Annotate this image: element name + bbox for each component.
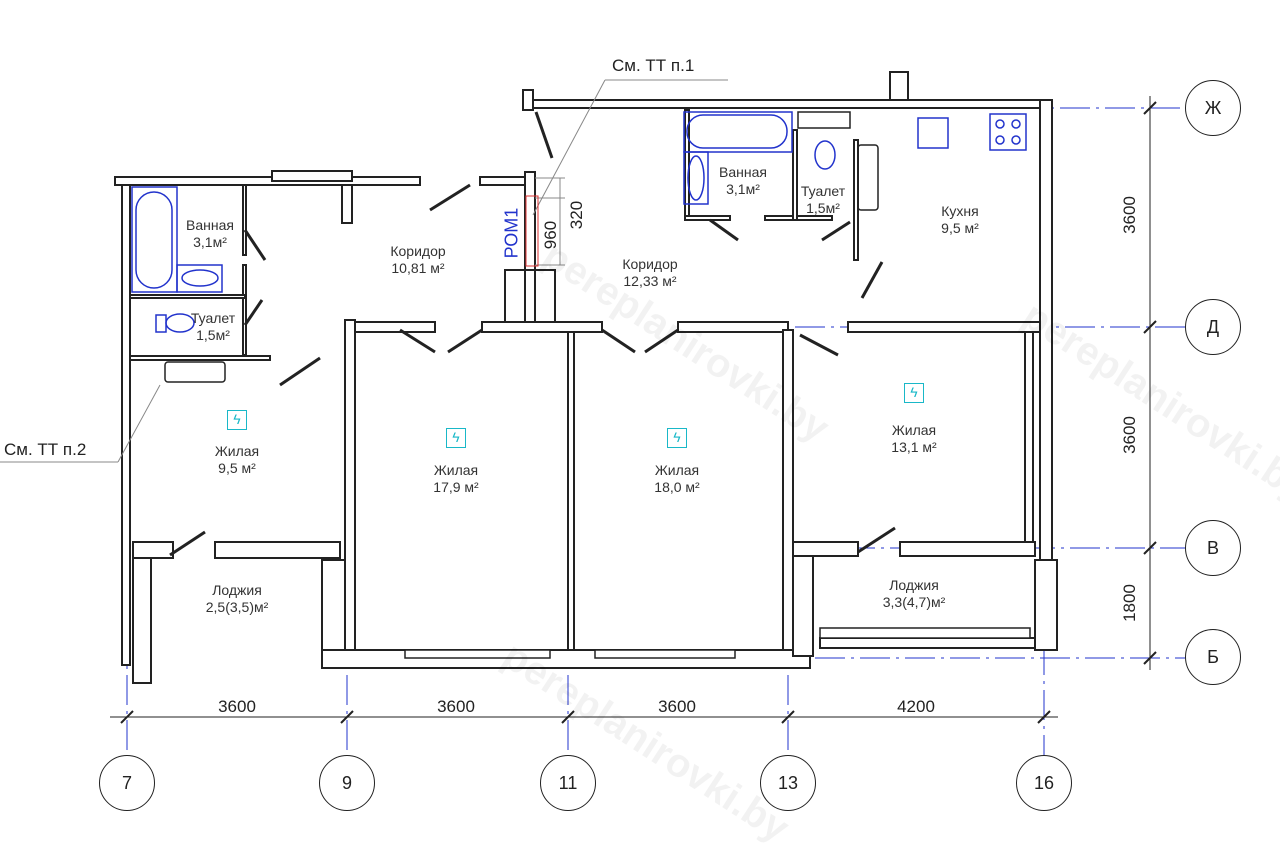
room-area: 9,5 м²: [941, 220, 979, 236]
shaft: [504, 269, 556, 323]
door-swings: [169, 111, 896, 557]
dim-bottom: 3600: [218, 697, 256, 716]
room-area: 3,3(4,7)м²: [882, 594, 946, 610]
room-name: Жилая: [891, 422, 937, 438]
dim-right: 1800: [1120, 584, 1139, 622]
dimension-lines: [110, 96, 1157, 724]
room-name: Лоджия: [889, 577, 939, 593]
room-area: 3,1м²: [193, 234, 227, 250]
room-area: 3,1м²: [726, 181, 760, 197]
room-name: Ванная: [719, 164, 767, 180]
fixtures: [131, 111, 1027, 333]
opening-label: РОМ1: [501, 207, 522, 259]
leader-lines: [0, 79, 728, 463]
vent-icon: ϟ: [227, 410, 247, 430]
dim-bottom: 3600: [437, 697, 475, 716]
kitchen-fixtures: [164, 111, 879, 383]
opening-marker: [525, 195, 539, 267]
dim-bottom: 4200: [897, 697, 935, 716]
room-name: Коридор: [622, 256, 678, 272]
dim-960: 960: [541, 220, 560, 250]
axis-marker-13: 13: [760, 755, 816, 811]
axis-marker-9: 9: [319, 755, 375, 811]
room-name: Жилая: [654, 462, 700, 478]
axis-marker-7: 7: [99, 755, 155, 811]
axis-marker-d: Д: [1185, 299, 1241, 355]
dim-right: 3600: [1120, 416, 1139, 454]
note-tt2: См. ТТ п.2: [4, 440, 87, 459]
axis-marker-zh: Ж: [1185, 80, 1241, 136]
room-area: 10,81 м²: [391, 260, 445, 276]
room-name: Туалет: [190, 310, 236, 326]
room-area: 1,5м²: [196, 327, 230, 343]
room-area: 17,9 м²: [433, 479, 479, 495]
dim-right: 3600: [1120, 196, 1139, 234]
room-area: 9,5 м²: [218, 460, 256, 476]
room-area: 18,0 м²: [654, 479, 700, 495]
vent-icon: ϟ: [446, 428, 466, 448]
room-name: Ванная: [186, 217, 234, 233]
room-name: Кухня: [941, 203, 979, 219]
room-area: 1,5м²: [806, 200, 840, 216]
room-name: Жилая: [433, 462, 479, 478]
axis-marker-b: Б: [1185, 629, 1241, 685]
room-area: 12,33 м²: [623, 273, 677, 289]
room-name: Лоджия: [212, 582, 262, 598]
vent-icon: ϟ: [667, 428, 687, 448]
room-name: Жилая: [214, 443, 260, 459]
axis-marker-16: 16: [1016, 755, 1072, 811]
axis-marker-v: В: [1185, 520, 1241, 576]
dim-bottom: 3600: [658, 697, 696, 716]
room-area: 2,5(3,5)м²: [205, 599, 269, 615]
room-area: 13,1 м²: [891, 439, 937, 455]
room-name: Туалет: [800, 183, 846, 199]
dim-320: 320: [567, 200, 586, 230]
windows: [404, 627, 1031, 659]
axis-marker-11: 11: [540, 755, 596, 811]
vent-icon: ϟ: [904, 383, 924, 403]
room-name: Коридор: [390, 243, 446, 259]
note-tt1: См. ТТ п.1: [612, 56, 695, 75]
